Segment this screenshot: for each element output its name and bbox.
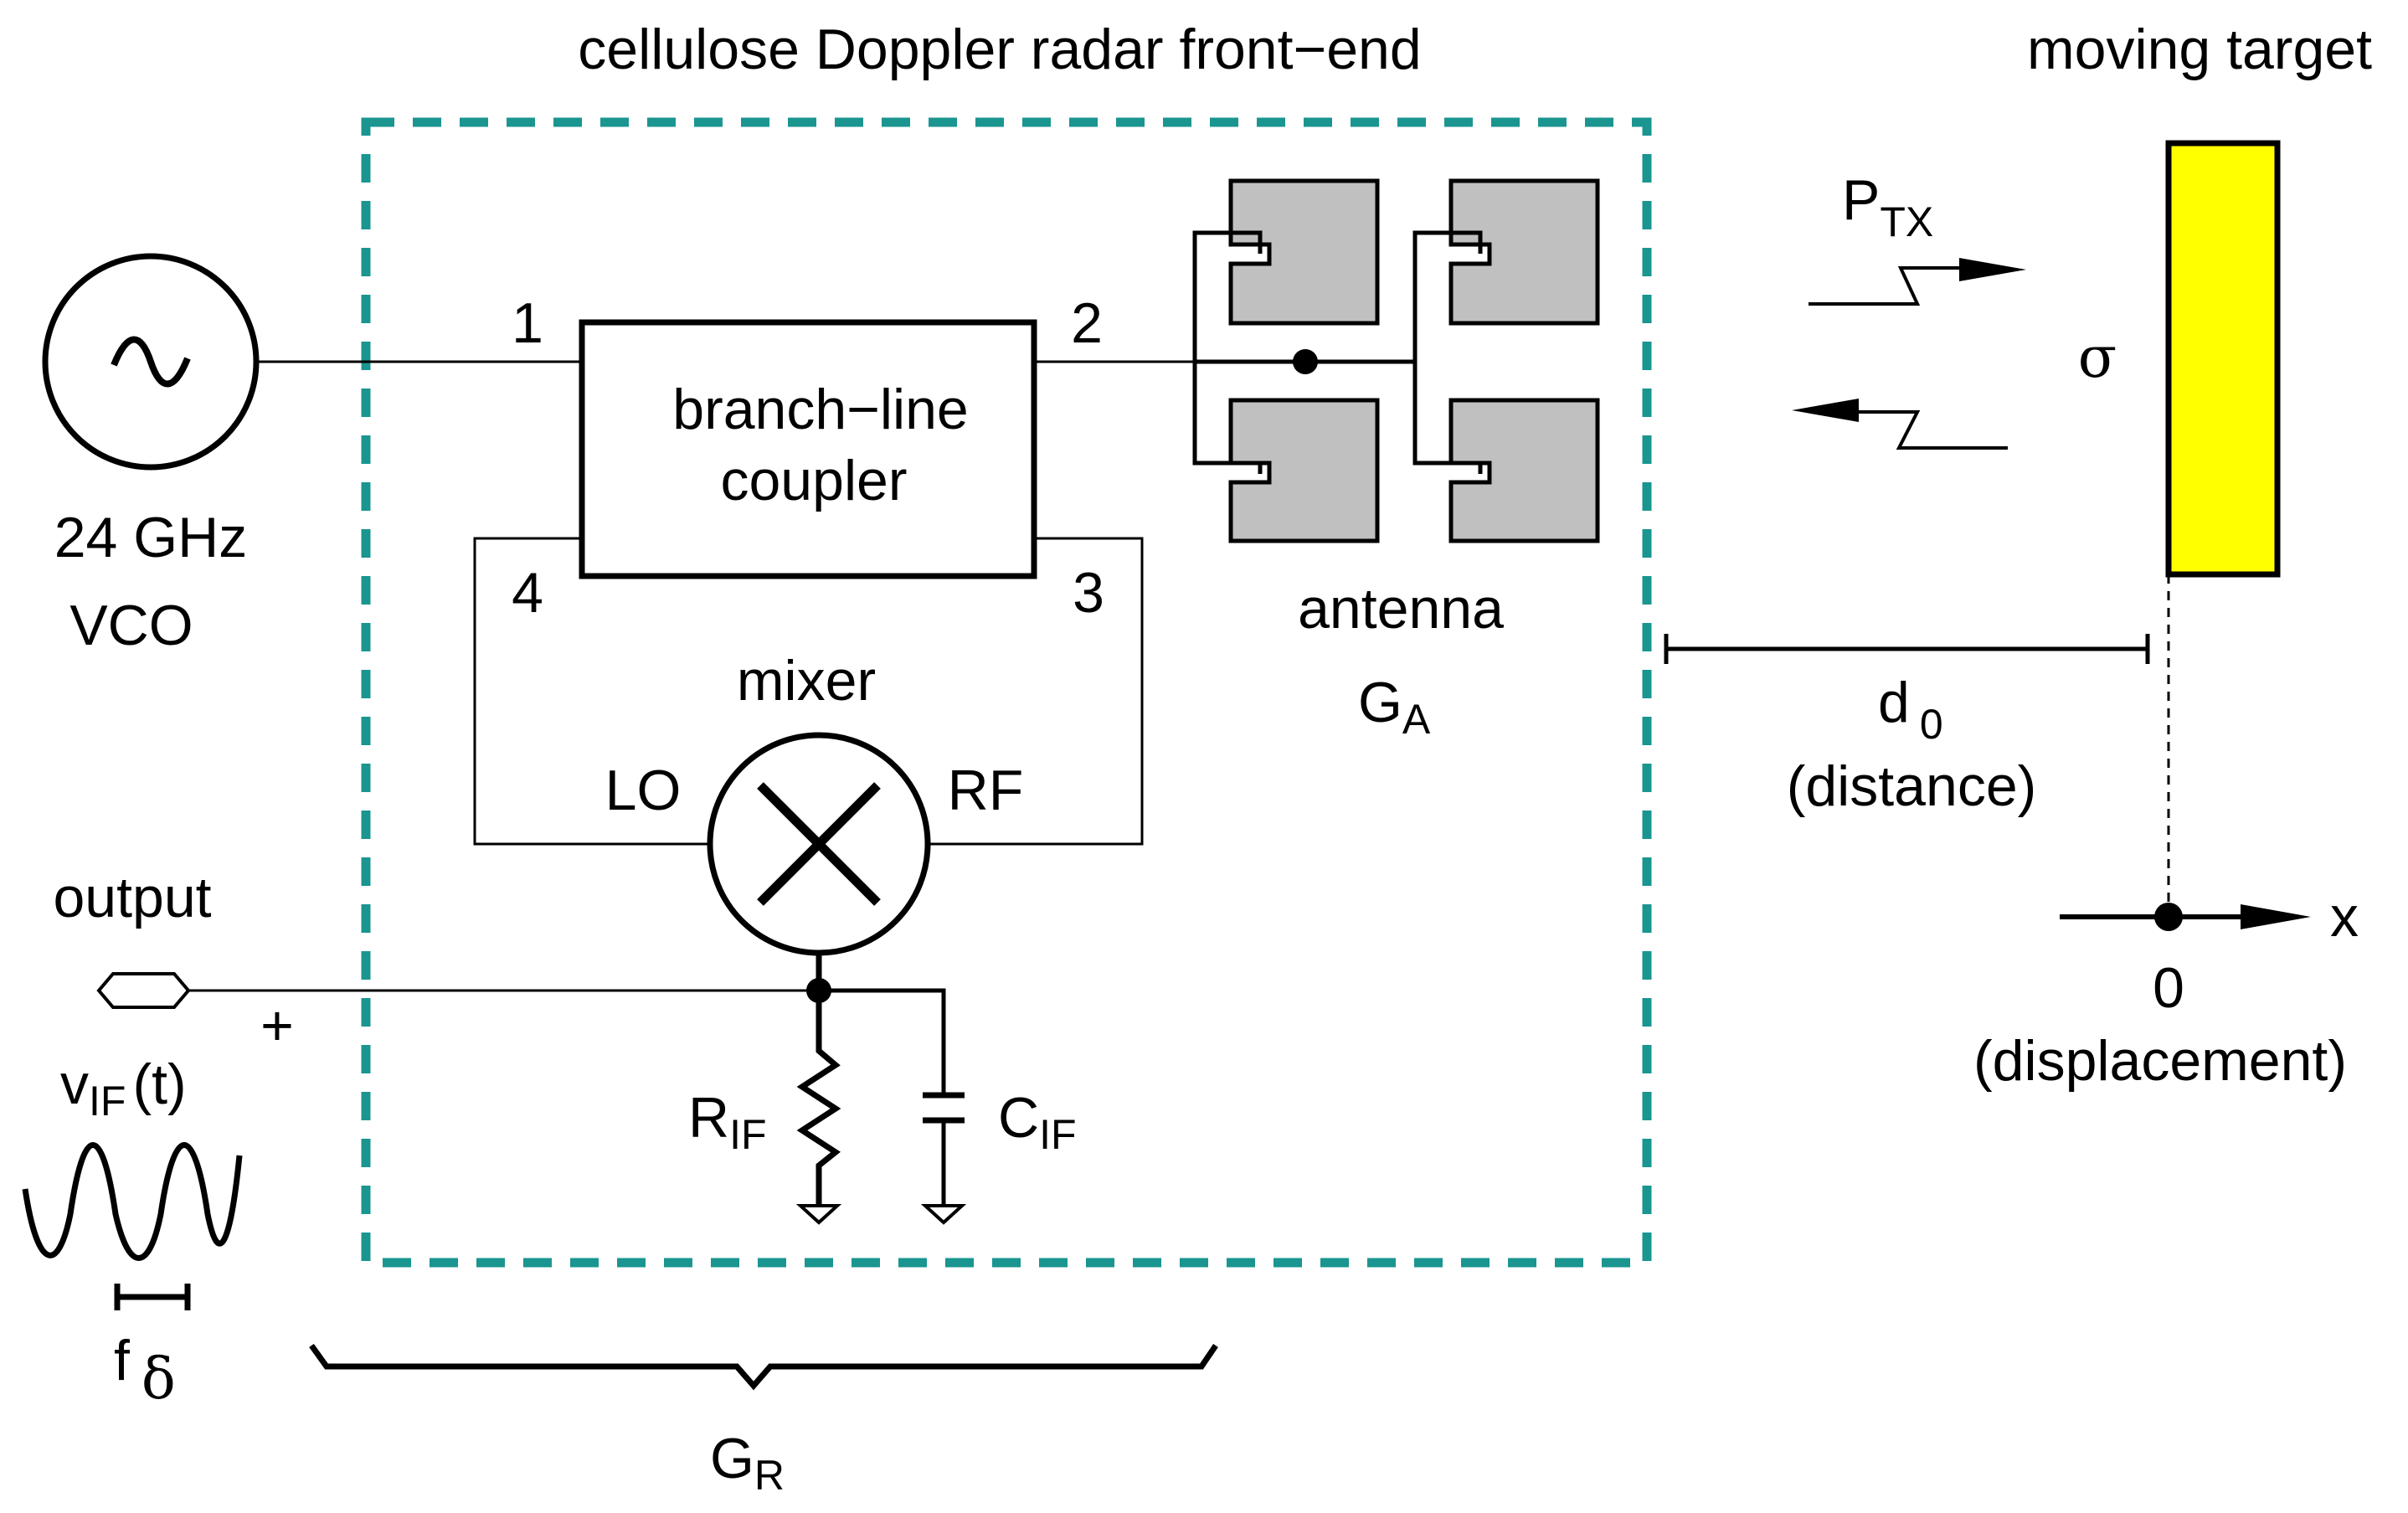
resistor-label: RIF: [688, 1086, 767, 1158]
displacement-origin: [2154, 903, 2183, 931]
radar-cross-section-label: σ: [2078, 325, 2117, 391]
receiver-gain-brace: [309, 1343, 1218, 1391]
antenna-patch-bottom-left: [1228, 398, 1380, 543]
antenna-gain-main: G: [1358, 671, 1402, 734]
displacement-axis: [2060, 903, 2311, 931]
output-terminal: [96, 972, 191, 1009]
mixer-rf-label: RF: [948, 759, 1024, 822]
target-title: moving target: [2027, 18, 2372, 81]
vif-label-sub: IF: [89, 1078, 126, 1124]
distance-caption: (distance): [1787, 754, 2037, 818]
rx-arrow: [1792, 399, 2008, 450]
tx-arrowhead-icon: [1959, 258, 2026, 281]
antenna-label: antenna: [1298, 577, 1504, 641]
port-label-2: 2: [1071, 291, 1103, 355]
tx-power-label: PTX: [1842, 168, 1933, 245]
capacitor-label-sub: IF: [1039, 1111, 1076, 1158]
doppler-frequency-main: f: [114, 1329, 130, 1392]
antenna-feed-node: [1293, 349, 1318, 374]
port-label-4: 4: [512, 561, 543, 625]
doppler-frequency-sub: δ: [141, 1346, 176, 1413]
rx-arrowhead-icon: [1792, 399, 1859, 422]
vif-label: vIF(t): [60, 1052, 187, 1124]
tx-arrow: [1809, 258, 2026, 306]
antenna-stub-top-right: [1445, 230, 1483, 254]
diagram-title: cellulose Doppler radar front−end: [578, 18, 1421, 81]
antenna-stub-top-left: [1224, 230, 1263, 254]
port-label-1: 1: [512, 291, 543, 355]
distance-bar: [1664, 634, 2150, 664]
wire-node-capacitor: [819, 988, 946, 1095]
tx-arrow-path: [1809, 266, 1968, 306]
tx-power-sub: TX: [1880, 198, 1933, 245]
tx-power-main: P: [1842, 168, 1880, 232]
receiver-gain-main: G: [710, 1427, 754, 1490]
vif-label-main: v: [60, 1052, 89, 1116]
capacitor-label-main: C: [998, 1086, 1039, 1150]
mixer-cross-b: [757, 782, 881, 906]
mixer-symbol: [707, 732, 931, 956]
moving-target: [2165, 140, 2281, 578]
rx-arrow-path: [1850, 410, 2008, 450]
branch-line-coupler: [579, 319, 1037, 579]
antenna-patch-top-left: [1228, 178, 1380, 326]
coupler-label-line1: branch−line: [672, 378, 968, 441]
distance-label-main: d: [1878, 671, 1910, 734]
resistor-label-sub: IF: [729, 1111, 766, 1158]
antenna-stub-bottom-left: [1224, 461, 1263, 474]
mixer-label: mixer: [737, 649, 876, 713]
vco-source: [42, 253, 260, 471]
resistor-ground-icon: [795, 1204, 842, 1225]
antenna-stub-bottom-right: [1445, 461, 1483, 474]
resistor-label-main: R: [688, 1086, 729, 1150]
resistor-symbol: [796, 991, 841, 1206]
vco-frequency-label: 24 GHz: [54, 506, 248, 569]
antenna-patch-bottom-right: [1448, 398, 1600, 543]
displacement-zero: 0: [2153, 956, 2184, 1020]
vco-label: VCO: [69, 594, 193, 657]
coupler-label-line2: coupler: [720, 449, 907, 512]
output-label: output: [53, 866, 211, 929]
displacement-caption: (displacement): [1973, 1029, 2347, 1093]
antenna-array: [1192, 178, 1600, 543]
antenna-patch-top-right: [1448, 178, 1600, 326]
period-marker: [114, 1284, 191, 1310]
antenna-feed-right: [1412, 230, 1445, 466]
wire-port3-rf: [927, 537, 1144, 846]
sine-wave-icon: [111, 336, 191, 388]
wire-port4-lo: [473, 537, 710, 846]
antenna-feed-left: [1192, 230, 1224, 466]
front-end-boundary: [361, 117, 1652, 1268]
distance-label-sub: 0: [1920, 701, 1943, 748]
displacement-arrowhead-icon: [2241, 904, 2311, 929]
displacement-axis-label: x: [2330, 885, 2359, 949]
capacitor-ground-icon: [920, 1204, 967, 1225]
vif-label-arg: (t): [132, 1052, 186, 1116]
if-waveform: [22, 1142, 243, 1261]
receiver-gain-sub: R: [754, 1452, 785, 1499]
port-label-3: 3: [1073, 561, 1104, 625]
antenna-gain-sub: A: [1402, 696, 1431, 743]
mixer-lo-label: LO: [605, 759, 682, 822]
antenna-gain-label: GA: [1358, 671, 1431, 743]
receiver-gain-label: GR: [710, 1427, 785, 1499]
capacitor-label: CIF: [998, 1086, 1077, 1158]
output-plus-sign: +: [260, 994, 294, 1058]
